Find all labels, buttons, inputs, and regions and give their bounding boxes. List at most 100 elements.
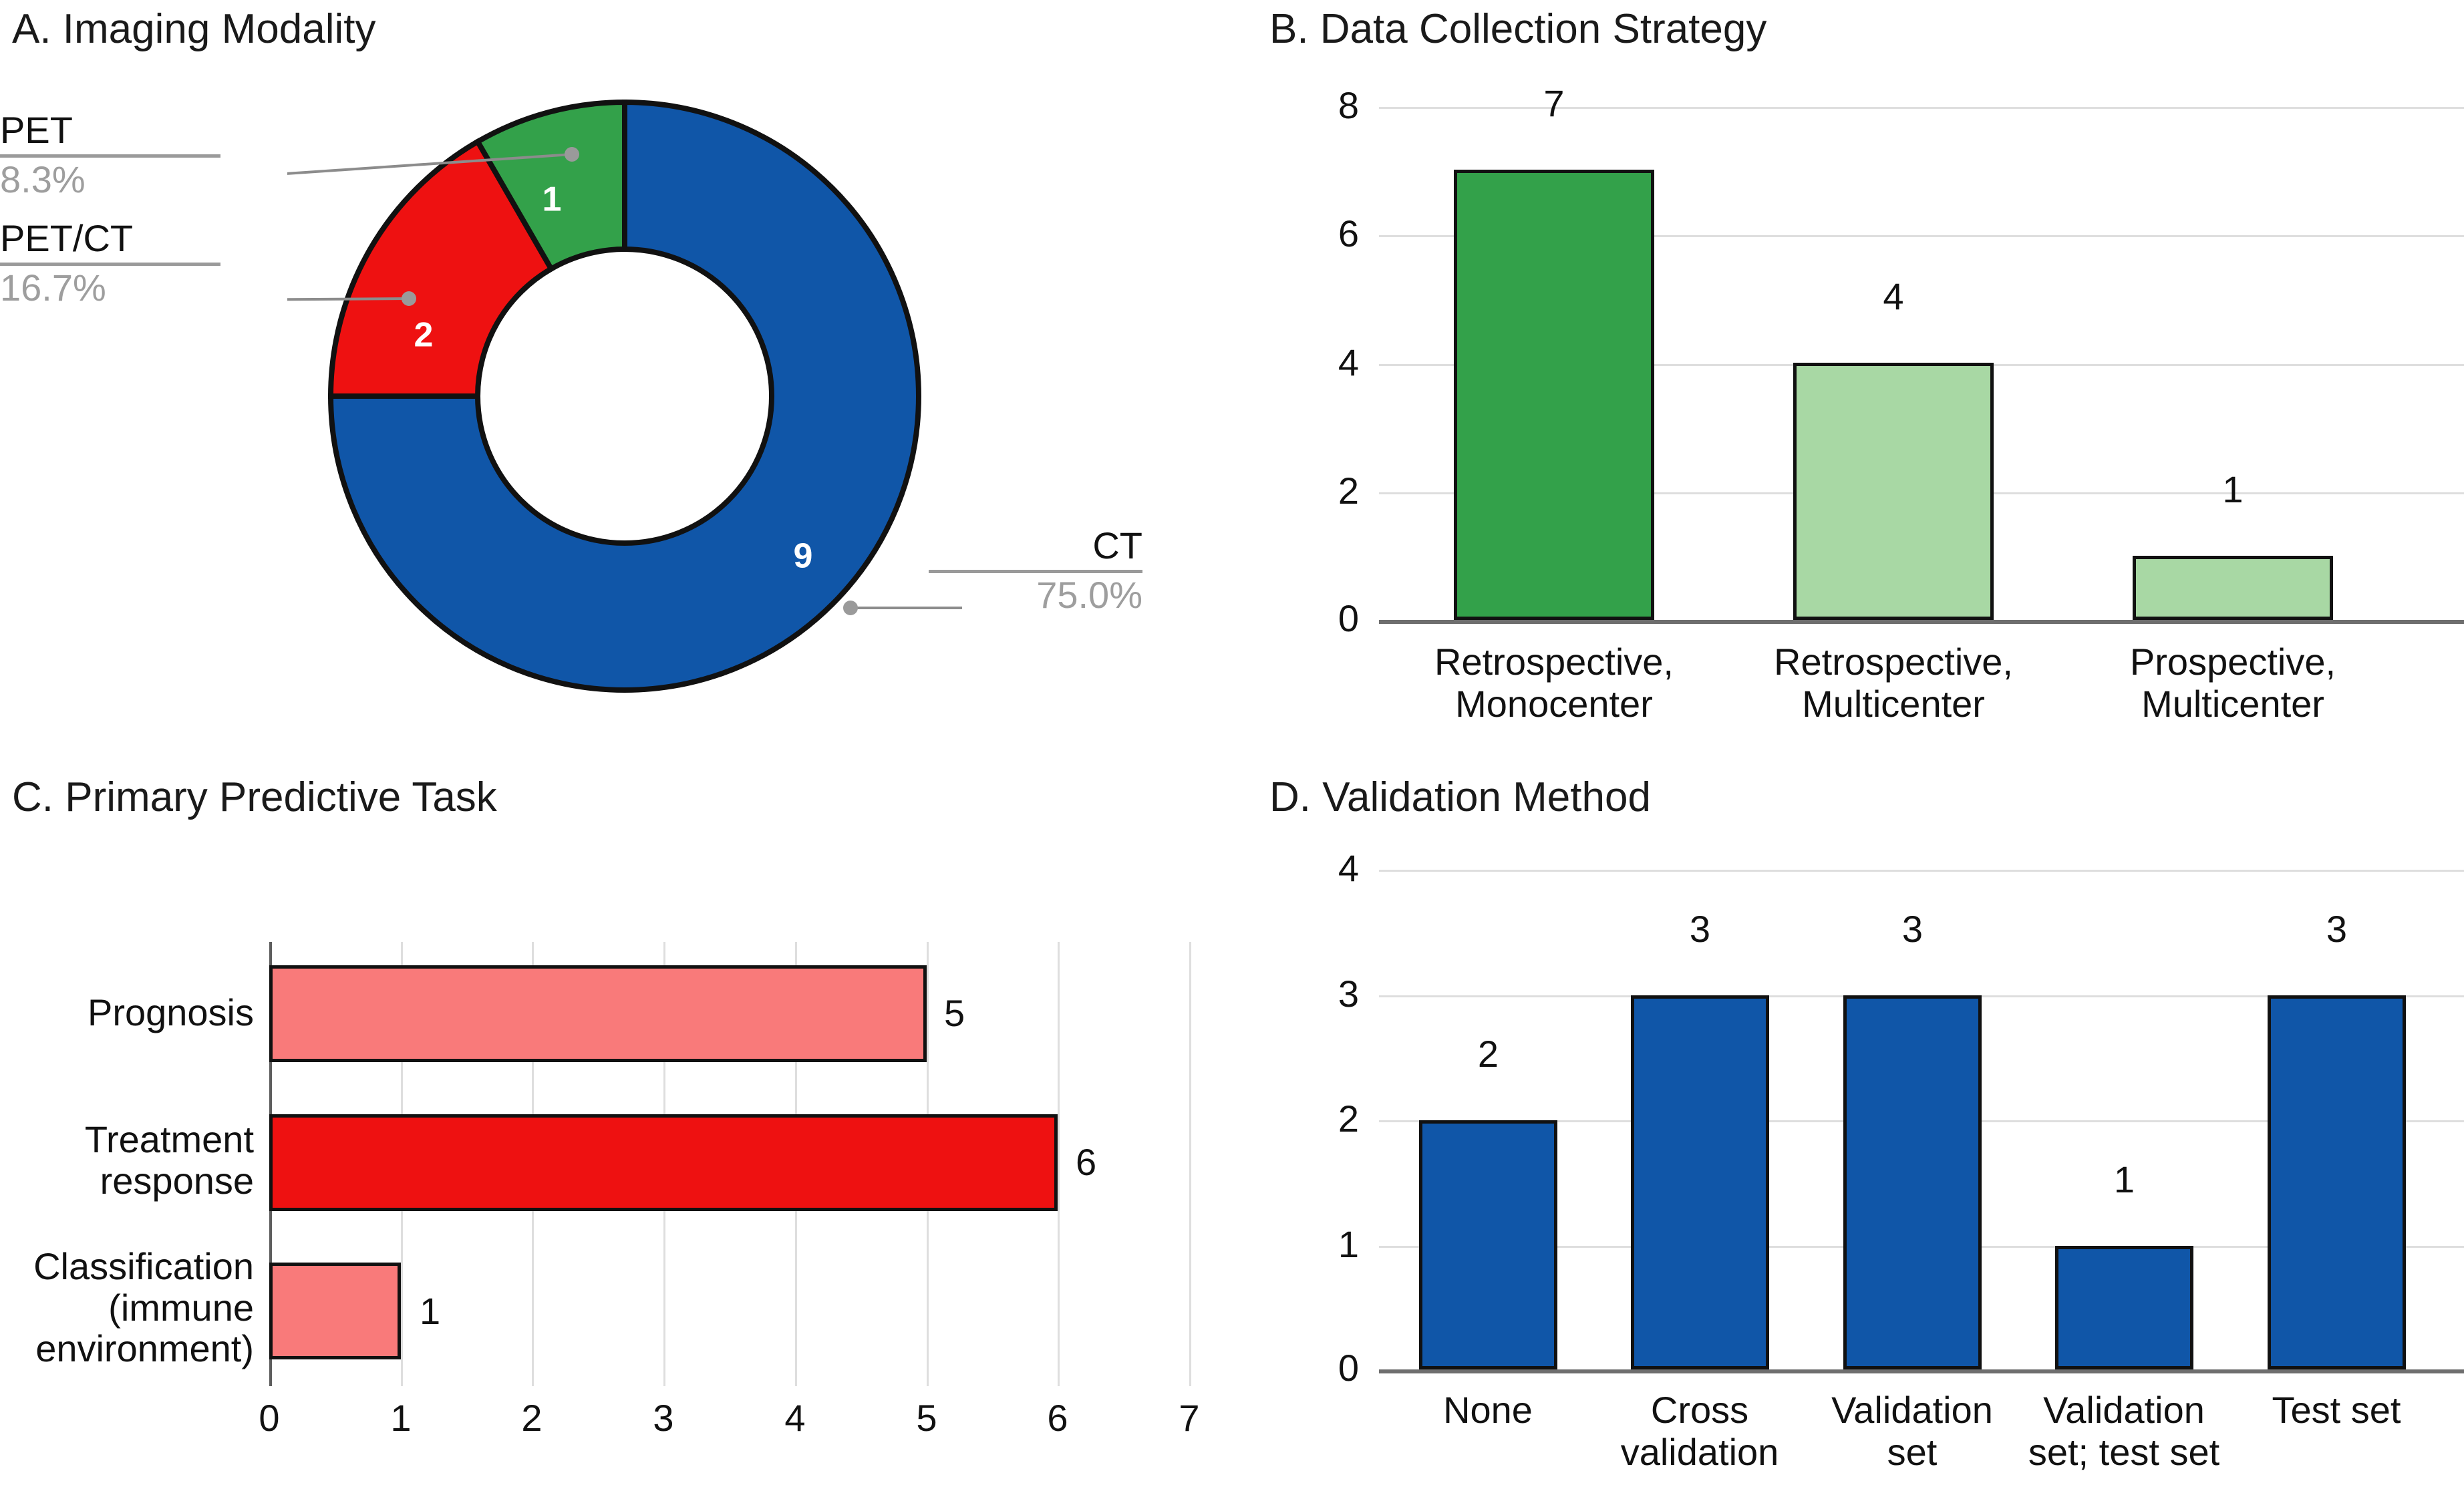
axis-b-baseline: [1379, 620, 2464, 624]
xtick-c-2: 2: [521, 1397, 543, 1439]
donut-value-ct: 9: [794, 537, 813, 576]
bar-c-treatment-response[interactable]: [269, 1114, 1058, 1211]
panel-d-title: D. Validation Method: [1269, 774, 1651, 820]
ytick-b-2: 2: [1338, 470, 1359, 512]
callout-ct: CT 75.0%: [929, 526, 1142, 615]
callout-petct-percent: 16.7%: [0, 266, 106, 309]
xtick-d-1: Cross validation: [1599, 1389, 1800, 1473]
xtick-d-3: Validation set; test set: [2024, 1389, 2224, 1473]
bar-c-prognosis[interactable]: [269, 965, 927, 1062]
barlabel-c-2: 1: [420, 1290, 441, 1332]
xtick-d-1-line1: Cross: [1650, 1389, 1749, 1431]
panel-a-imaging-modality: A. Imaging Modality 9 2 1: [0, 0, 1232, 762]
barlabel-d-4: 3: [2326, 908, 2348, 950]
xtick-d-4: Test set: [2236, 1389, 2437, 1432]
panel-b-data-collection-strategy: B. Data Collection Strategy 8 6 4 2 0 7 …: [1232, 0, 2464, 762]
callout-petct-label: PET/CT: [0, 217, 134, 259]
xtick-c-7: 7: [1179, 1397, 1200, 1439]
xtick-b-2: Prospective, Multicenter: [2052, 641, 2413, 725]
xtick-b-1: Retrospective, Multicenter: [1713, 641, 2074, 725]
donut-svg: 9 2 1: [287, 99, 962, 693]
bar-b-retrospective-monocenter[interactable]: [1454, 170, 1654, 620]
ytick-b-6: 6: [1338, 212, 1359, 255]
xtick-d-3-line1: Validation: [2043, 1389, 2205, 1431]
bar-b-retrospective-multicenter[interactable]: [1793, 363, 1994, 620]
barlabel-d-1: 3: [1689, 908, 1711, 950]
ytick-b-0: 0: [1338, 597, 1359, 639]
axis-d-baseline: [1379, 1369, 2464, 1373]
bar-d-none[interactable]: [1419, 1120, 1557, 1369]
xtick-d-0-line1: None: [1443, 1389, 1533, 1431]
xtick-c-5: 5: [916, 1397, 937, 1439]
xtick-b-0: Retrospective, Monocenter: [1374, 641, 1734, 725]
xtick-d-2-line2: set: [1887, 1430, 1938, 1473]
leader-line-petct: [287, 291, 416, 306]
leader-line-ct: [843, 601, 962, 615]
donut-slice-petct[interactable]: [327, 138, 555, 399]
panel-c-title: C. Primary Predictive Task: [12, 774, 497, 820]
ytick-d-4: 4: [1338, 847, 1359, 889]
catlabel-c-2-line3: environment): [35, 1327, 254, 1370]
xtick-d-2: Validation set: [1812, 1389, 2012, 1473]
ytick-b-4: 4: [1338, 341, 1359, 383]
xtick-c-0: 0: [259, 1397, 280, 1439]
catlabel-c-2-line1: Classification: [33, 1245, 254, 1287]
panel-b-title: B. Data Collection Strategy: [1269, 6, 1767, 52]
bar-c-classification[interactable]: [269, 1263, 401, 1359]
gridline-b-8: [1379, 107, 2464, 109]
leader-line-pet: [287, 147, 579, 175]
xtick-b-2-line2: Multicenter: [2141, 682, 2324, 725]
callout-ct-label: CT: [1092, 524, 1142, 566]
callout-pet: PET 8.3%: [0, 109, 220, 200]
barlabel-d-3: 1: [2113, 1158, 2135, 1200]
ytick-d-3: 3: [1338, 973, 1359, 1015]
callout-pet-percent: 8.3%: [0, 158, 86, 200]
barlabel-c-1: 6: [1076, 1141, 1097, 1183]
catlabel-c-0-line1: Prognosis: [87, 991, 254, 1033]
bar-d-cross-validation[interactable]: [1631, 995, 1769, 1369]
callout-pet-label: PET: [0, 109, 73, 151]
catlabel-c-prognosis: Prognosis: [0, 992, 254, 1033]
xtick-c-1: 1: [390, 1397, 412, 1439]
panel-d-validation-method: D. Validation Method 4 3 2 1 0 2 3 3 1 3…: [1232, 762, 2464, 1491]
ytick-b-8: 8: [1338, 84, 1359, 126]
xtick-d-4-line1: Test set: [2272, 1389, 2401, 1431]
callout-ct-rule: [929, 569, 1142, 573]
barlabel-d-2: 3: [1901, 908, 1923, 950]
callout-petct-rule: [0, 262, 220, 266]
gridline-c-7: [1189, 942, 1191, 1386]
bar-d-validation-set-test-set[interactable]: [2055, 1246, 2193, 1369]
callout-petct: PET/CT 16.7%: [0, 217, 220, 309]
bar-d-test-set[interactable]: [2268, 995, 2406, 1369]
catlabel-c-treatment: Treatment response: [0, 1119, 254, 1201]
xtick-d-2-line1: Validation: [1831, 1389, 1993, 1431]
bar-b-prospective-multicenter[interactable]: [2133, 556, 2333, 620]
barlabel-c-0: 5: [944, 992, 965, 1034]
xtick-d-1-line2: validation: [1620, 1430, 1779, 1473]
panel-a-title: A. Imaging Modality: [12, 6, 376, 52]
xtick-c-3: 3: [653, 1397, 674, 1439]
callout-pet-rule: [0, 154, 220, 158]
xtick-b-1-line1: Retrospective,: [1774, 641, 2013, 683]
xtick-b-0-line1: Retrospective,: [1434, 641, 1674, 683]
barlabel-b-1: 4: [1883, 275, 1904, 317]
donut-slice-pet[interactable]: [474, 99, 627, 273]
bar-d-validation-set[interactable]: [1843, 995, 1982, 1369]
barlabel-b-2: 1: [2222, 468, 2244, 510]
ytick-d-1: 1: [1338, 1223, 1359, 1265]
gridline-d-4: [1379, 870, 2464, 872]
ytick-d-2: 2: [1338, 1098, 1359, 1140]
donut-value-petct: 2: [414, 316, 434, 355]
donut-slice-ct[interactable]: [327, 99, 921, 693]
xtick-b-2-line1: Prospective,: [2129, 641, 2336, 683]
catlabel-c-1-line1: Treatment: [84, 1118, 254, 1160]
xtick-b-0-line2: Monocenter: [1455, 682, 1653, 725]
xtick-c-4: 4: [784, 1397, 806, 1439]
catlabel-c-classification: Classification (immune environment): [0, 1246, 254, 1369]
xtick-c-6: 6: [1047, 1397, 1068, 1439]
gridline-c-6: [1058, 942, 1060, 1386]
callout-ct-percent: 75.0%: [1036, 573, 1142, 616]
xtick-d-0: None: [1388, 1389, 1588, 1432]
barlabel-d-0: 2: [1477, 1033, 1499, 1075]
